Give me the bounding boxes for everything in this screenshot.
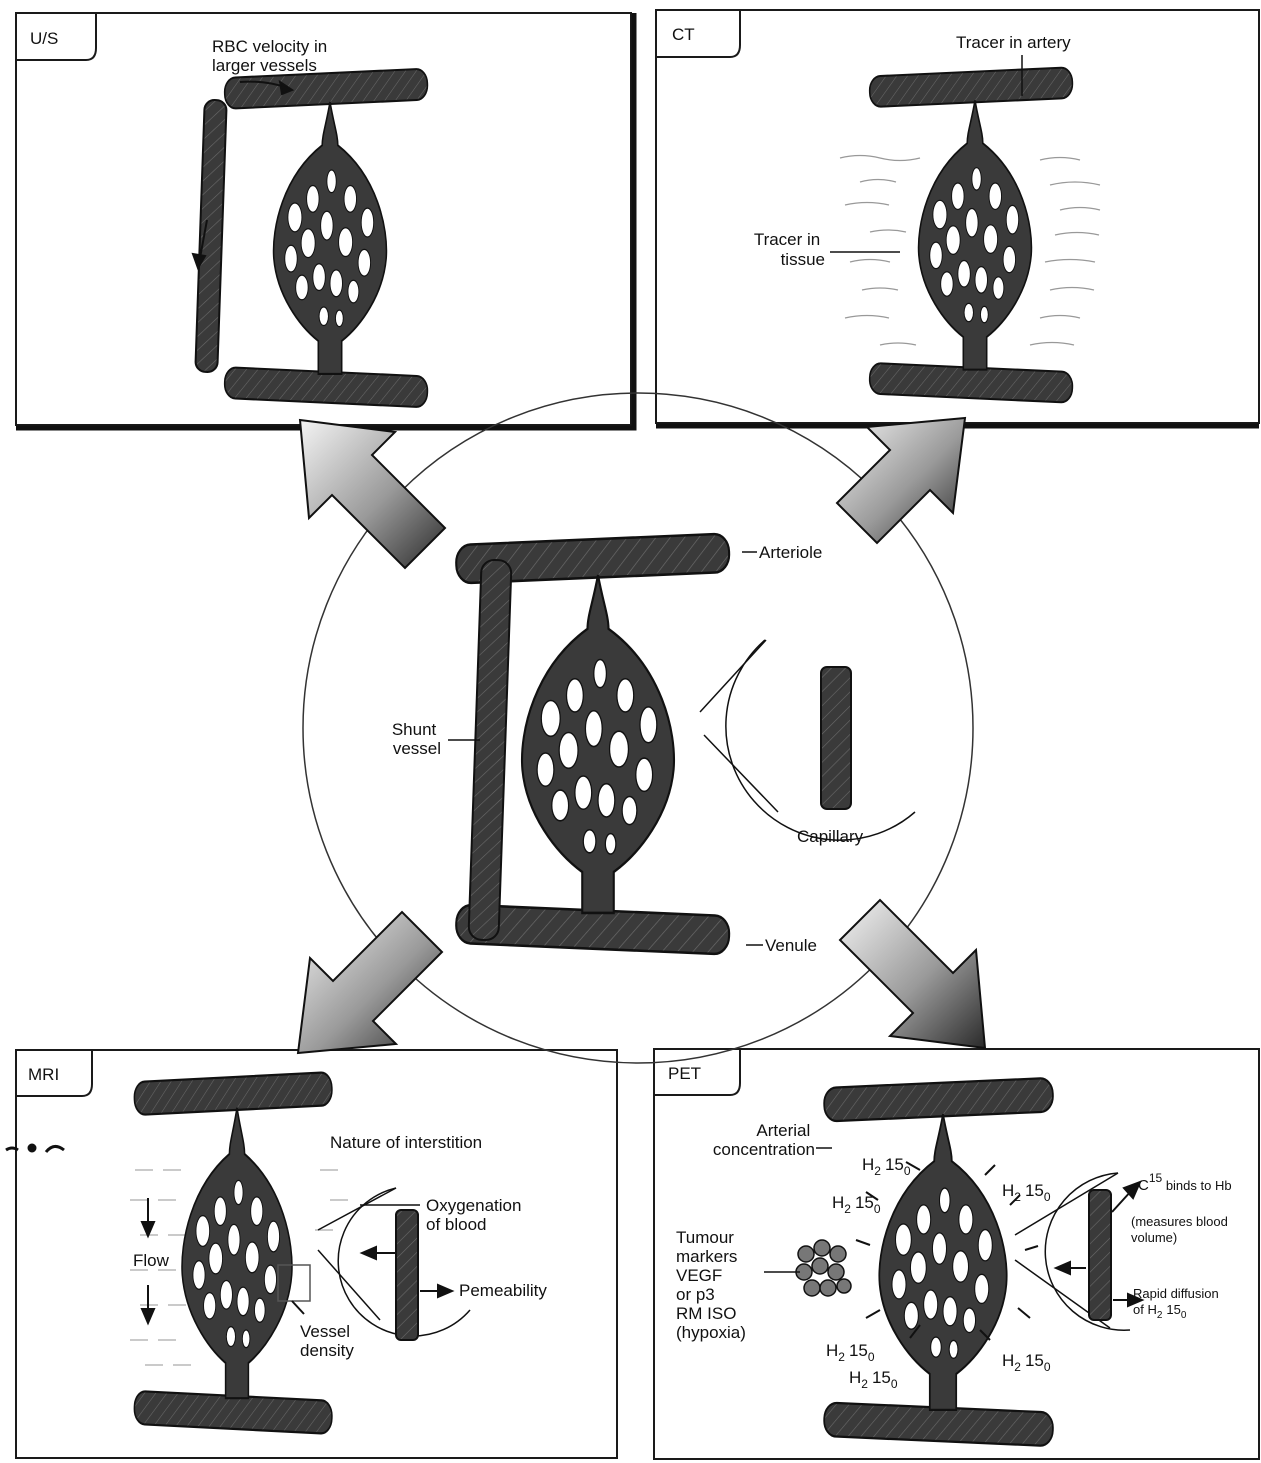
arrow-to-us — [300, 420, 445, 568]
capillary-label: Capillary — [797, 827, 864, 846]
mri-panel-frame — [16, 1050, 617, 1458]
mri-capillary-closeup — [396, 1210, 418, 1340]
center-vessel-drawing — [456, 534, 730, 955]
mri-density-label: Vessel density — [300, 1322, 355, 1360]
mri-interstition-label: Nature of interstition — [330, 1133, 482, 1152]
ct-artery-label: Tracer in artery — [956, 33, 1071, 52]
mri-tab: MRI — [28, 1065, 59, 1084]
pet-capillary-closeup — [1089, 1190, 1111, 1320]
capillary-magnifier — [700, 640, 915, 840]
mri-flow-label: Flow — [133, 1251, 170, 1270]
pet-tab: PET — [668, 1064, 701, 1083]
arrow-to-ct — [837, 418, 965, 543]
us-tab: U/S — [30, 29, 58, 48]
tumour-cell-cluster — [796, 1240, 851, 1296]
arrow-to-pet — [840, 900, 985, 1048]
us-rbc-label: RBC velocity in larger vessels — [212, 37, 332, 75]
venule-label: Venule — [765, 936, 817, 955]
arteriole-label: Arteriole — [759, 543, 822, 562]
capillary-closeup — [821, 667, 851, 809]
shunt-vessel-label: Shunt vessel — [392, 720, 441, 758]
mri-permeability-label: Pemeability — [459, 1281, 547, 1300]
ct-tab: CT — [672, 25, 695, 44]
